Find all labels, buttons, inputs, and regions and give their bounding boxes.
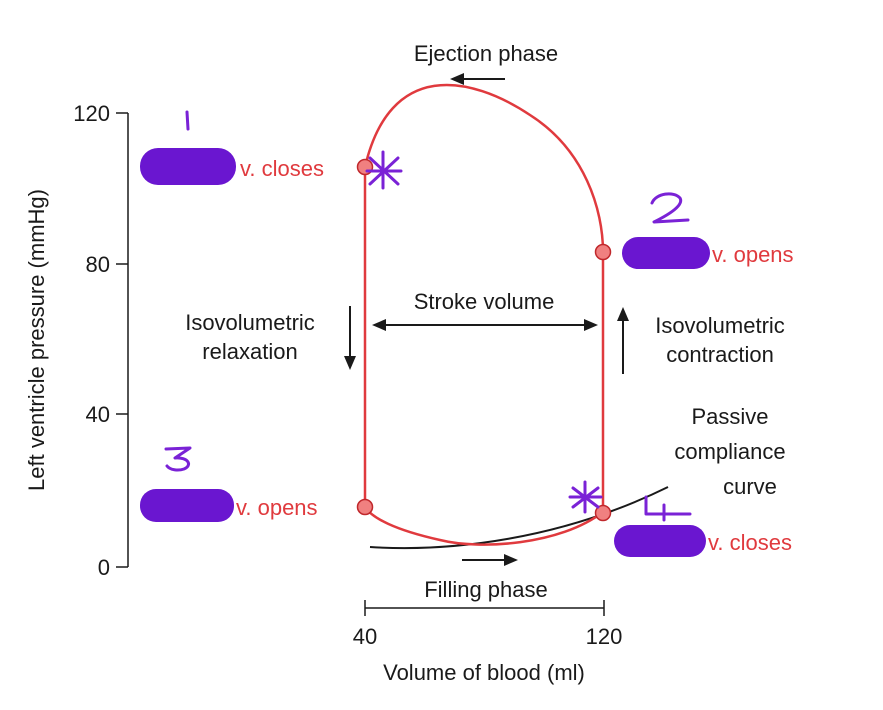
filling-phase-label: Filling phase [424, 577, 548, 602]
stroke-volume-label: Stroke volume [414, 289, 555, 314]
redaction-blob-3 [140, 489, 234, 522]
pressure-volume-loop [363, 83, 605, 546]
valve-label-top-left: v. closes [240, 156, 324, 181]
y-tick-label-120: 120 [73, 101, 110, 126]
valve-label-top-right: v. opens [712, 242, 794, 267]
ejection-phase-label: Ejection phase [414, 41, 558, 66]
handwritten-number-1 [185, 110, 190, 131]
handwritten-asterisk-bottom [568, 480, 603, 514]
handwritten-number-4 [644, 495, 692, 522]
relaxation-arrow-head [344, 356, 356, 370]
redaction-blob-1 [140, 148, 236, 185]
filling-arrow-head [504, 554, 518, 566]
stroke-volume-arrow-right [584, 319, 598, 331]
contraction-arrow-head [617, 307, 629, 321]
y-tick-label-40: 40 [86, 402, 110, 427]
x-tick-label-120: 120 [586, 624, 623, 649]
x-tick-label-40: 40 [353, 624, 377, 649]
passive-compliance-curve [369, 486, 669, 550]
redaction-blob-4 [614, 525, 706, 557]
valve-label-bottom-left: v. opens [236, 495, 318, 520]
passive-compliance-line3: curve [723, 474, 777, 499]
passive-compliance-line1: Passive [691, 404, 768, 429]
x-axis-label: Volume of blood (ml) [383, 660, 585, 685]
ejection-arrow-head [450, 73, 464, 85]
handwritten-asterisk-top [365, 150, 403, 190]
handwritten-number-3 [164, 446, 192, 472]
redaction-blob-2 [622, 237, 710, 269]
valve-point-top-right [594, 243, 612, 261]
passive-compliance-line2: compliance [674, 439, 785, 464]
valve-point-bottom-right [594, 504, 612, 522]
isovolumetric-contraction-line1: Isovolumetric [655, 313, 785, 338]
y-axis-label: Left ventricle pressure (mmHg) [24, 189, 49, 491]
stroke-volume-arrow-left [372, 319, 386, 331]
y-tick-label-80: 80 [86, 252, 110, 277]
isovolumetric-relaxation-line1: Isovolumetric [185, 310, 315, 335]
isovolumetric-relaxation-line2: relaxation [202, 339, 297, 364]
y-tick-label-0: 0 [98, 555, 110, 580]
isovolumetric-contraction-line2: contraction [666, 342, 774, 367]
valve-label-bottom-right: v. closes [708, 530, 792, 555]
valve-point-bottom-left [356, 498, 374, 516]
handwritten-number-2 [650, 192, 690, 224]
